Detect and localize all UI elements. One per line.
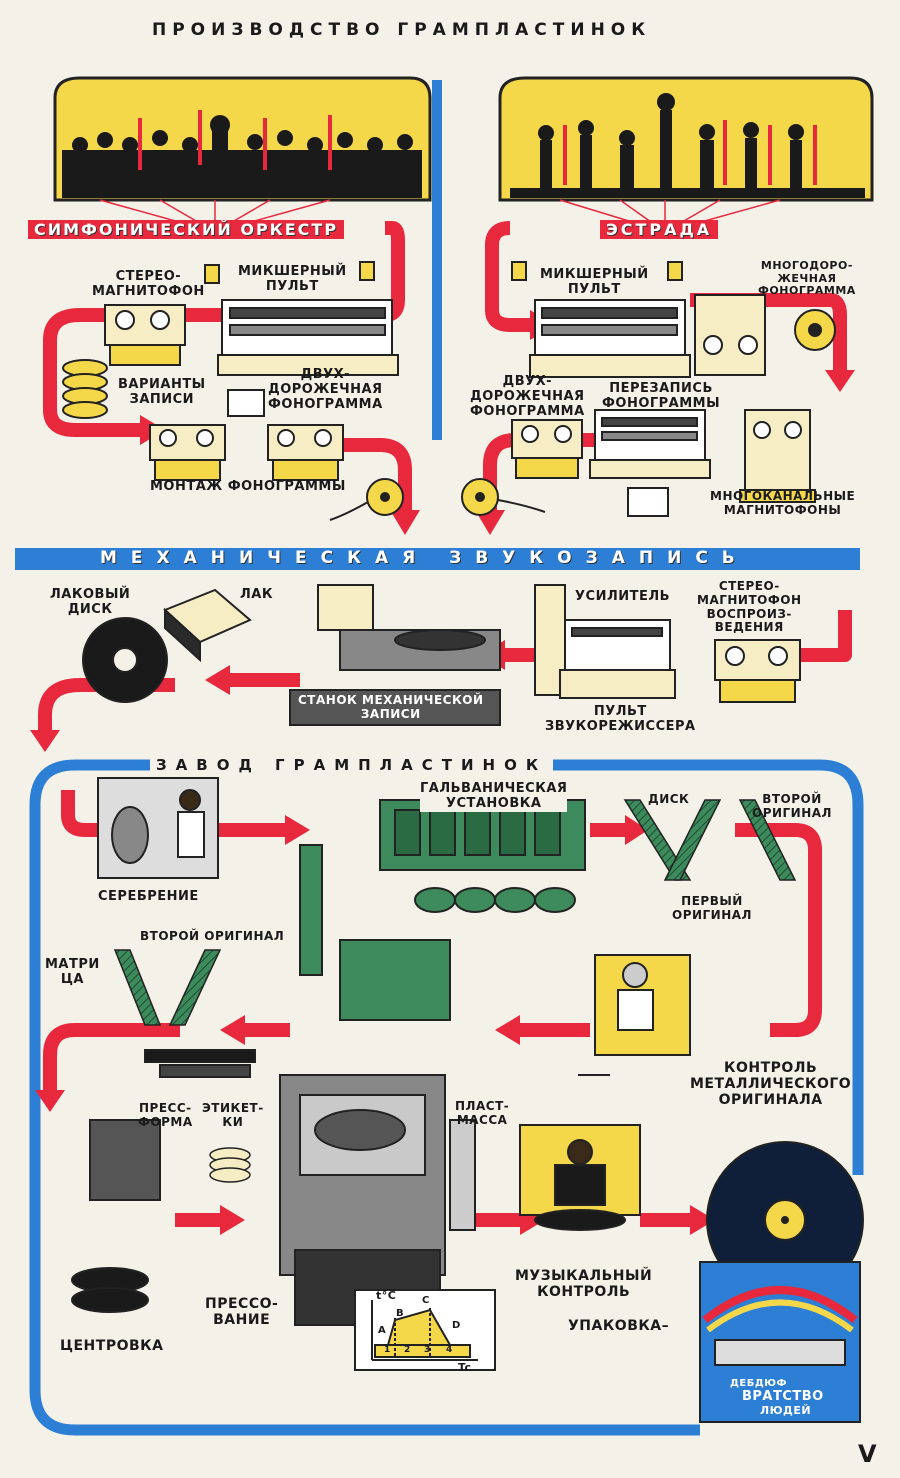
label-pressing: ПРЕССО- ВАНИЕ: [205, 1296, 279, 1329]
estrada-stage: [498, 76, 874, 233]
label-disk: ДИСК: [648, 792, 690, 806]
lacquer-disk: [82, 617, 168, 703]
tape-reels-stack: [62, 359, 108, 419]
label-second-original-right: ВТОРОЙ ОРИГИНАЛ: [752, 792, 833, 820]
label-lacquer: ЛАК: [240, 587, 273, 602]
silvering-scene: [97, 777, 219, 879]
flow-paths: [38, 221, 852, 1227]
lacquer-box: [163, 588, 252, 663]
album-line-3: ЛЮДЕЙ: [760, 1404, 812, 1417]
graph-xlabel: Tc: [458, 1361, 472, 1374]
label-second-original-left: ВТОРОЙ ОРИГИНАЛ: [140, 929, 285, 943]
factory-frame-bottom: [29, 1389, 700, 1436]
label-console: ПУЛЬТ ЗВУКОРЕЖИССЕРА: [545, 704, 696, 734]
album-sleeve: [699, 1261, 861, 1423]
vertical-divider: [432, 80, 442, 440]
label-two-track-right: ДВУХ- ДОРОЖЕЧНАЯ ФОНОГРАММА: [470, 374, 585, 419]
label-mixer-left: МИКШЕРНЫЙ ПУЛЬТ: [238, 264, 347, 294]
page-number: V: [858, 1440, 877, 1468]
label-montage: МОНТАЖ ФОНОГРАММЫ: [150, 479, 346, 494]
graph-phase-c: C: [422, 1295, 430, 1306]
label-packing: УПАКОВКА–: [568, 1318, 670, 1334]
label-silvering: СЕРЕБРЕНИЕ: [98, 889, 199, 904]
label-multitrack-phonogram: МНОГОДОРО- ЖЕЧНАЯ ФОНОГРАММА: [758, 259, 856, 298]
section-symphony: СИМФОНИЧЕСКИЙ ОРКЕСТР: [28, 220, 345, 239]
label-mixer-right: МИКШЕРНЫЙ ПУЛЬТ: [540, 267, 649, 297]
album-line-2: ВРАТСТВО: [742, 1389, 824, 1404]
music-control-scene: [519, 1124, 641, 1231]
graph-step-1: 1: [384, 1345, 391, 1355]
centering-machine: [71, 1119, 161, 1313]
metal-control-scene: [578, 954, 691, 1076]
label-lathe: СТАНОК МЕХАНИЧЕСКОЙ ЗАПИСИ: [298, 693, 484, 721]
label-stereo-tape: СТЕРЕО- МАГНИТОФОН: [92, 269, 205, 299]
label-lacquer-disk: ЛАКОВЫЙ ДИСК: [50, 587, 131, 617]
label-music-control: МУЗЫКАЛЬНЫЙ КОНТРОЛЬ: [515, 1268, 653, 1301]
page-title: ПРОИЗВОДСТВО ГРАМПЛАСТИНОК: [152, 20, 652, 40]
tape-reel-right: [461, 478, 546, 516]
band-mechanical: [15, 548, 860, 570]
symphony-stage: [53, 76, 432, 233]
rerecording-console: [589, 409, 711, 517]
label-centering: ЦЕНТРОВКА: [60, 1338, 164, 1354]
label-two-track-left: ДВУХ- ДОРОЖЕЧНАЯ ФОНОГРАММА: [268, 367, 383, 412]
graph-phase-a: A: [378, 1325, 387, 1336]
label-plastic: ПЛАСТ- МАССА: [455, 1099, 510, 1127]
label-matrix: МАТРИ ЦА: [45, 957, 100, 987]
label-control-metal: КОНТРОЛЬ МЕТАЛЛИЧЕСКОГО ОРИГИНАЛА: [690, 1060, 852, 1109]
label-galvanic: ГАЛЬВАНИЧЕСКАЯ УСТАНОВКА: [420, 781, 568, 812]
multitrack-reel: [794, 309, 836, 351]
stamper-originals: [113, 799, 797, 1026]
label-press-form: ПРЕСС- ФОРМА: [138, 1101, 193, 1129]
label-amplifier: УСИЛИТЕЛЬ: [575, 589, 671, 604]
section-mechanical: МЕХАНИЧЕСКАЯ ЗВУКОЗАПИСЬ: [100, 548, 749, 568]
tape-reel-left: [329, 478, 404, 521]
pressing-machine: [279, 1074, 476, 1326]
graph-phase-d: D: [452, 1320, 461, 1331]
album-line-1: ДЕБДЮФ: [730, 1378, 787, 1389]
amplifier-console: [534, 584, 676, 699]
montage-machines: [149, 389, 344, 481]
two-track-right: [511, 419, 583, 479]
graph-phase-b: B: [396, 1308, 405, 1319]
label-first-original: ПЕРВЫЙ ОРИГИНАЛ: [672, 894, 753, 922]
stereo-playback-machine: [714, 639, 801, 703]
multichannel-machines: [739, 409, 816, 503]
label-labels-item: ЭТИКЕТ- КИ: [202, 1101, 264, 1129]
press-form: [144, 1049, 256, 1078]
label-rerecording: ПЕРЕЗАПИСЬ ФОНОГРАММЫ: [602, 381, 721, 411]
label-multichannel: МНОГОКАНАЛЬНЫЕ МАГНИТОФОНЫ: [710, 489, 856, 517]
graph-step-3: 3: [424, 1345, 431, 1355]
galvanic-tanks: [299, 799, 586, 1021]
graph-step-4: 4: [446, 1345, 453, 1355]
section-estrada: ЭСТРАДА: [600, 220, 719, 239]
label-stereo-playback: СТЕРЕО- МАГНИТОФОН ВОСПРОИЗ- ВЕДЕНИЯ: [697, 579, 802, 635]
mixer-right: [511, 261, 691, 378]
multitrack-machine: [694, 294, 766, 376]
labels-stack: [209, 1147, 251, 1183]
temperature-graph-panel: [354, 1289, 496, 1371]
stereo-tape-left: [104, 304, 186, 366]
section-factory: ЗАВОД ГРАМПЛАСТИНОК: [150, 756, 554, 774]
graph-ylabel: t°C: [376, 1289, 397, 1302]
mixer-left: [204, 261, 399, 376]
label-variants: ВАРИАНТЫ ЗАПИСИ: [118, 377, 206, 407]
graph-step-2: 2: [404, 1345, 411, 1355]
cutting-lathe: [289, 584, 501, 726]
